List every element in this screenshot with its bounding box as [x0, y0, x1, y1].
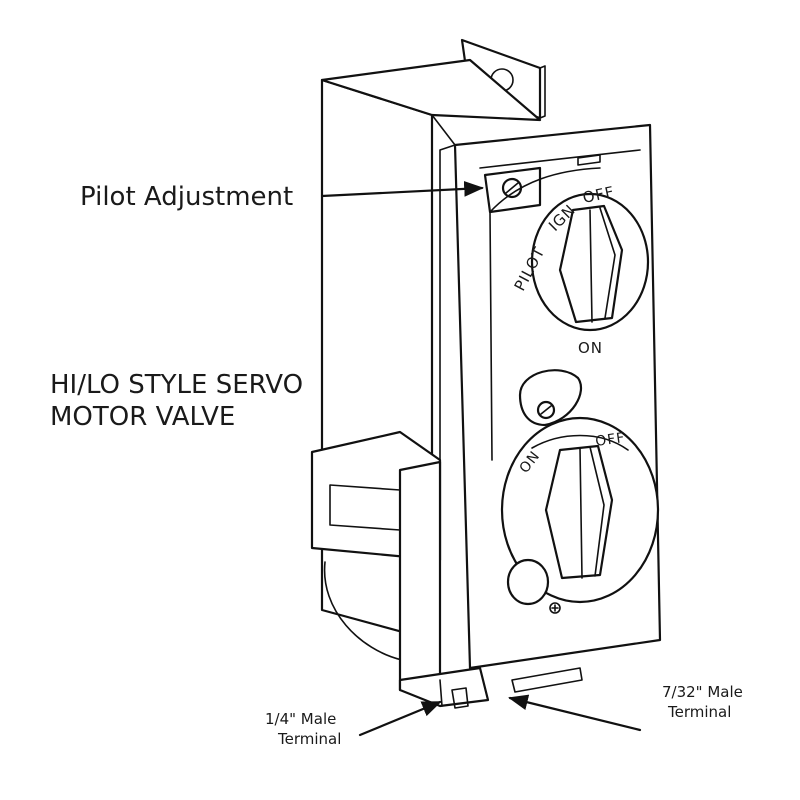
middle-screw-boss	[518, 369, 583, 427]
male-732-terminal-label-line1: 7/32" Male	[662, 683, 743, 701]
pilot-adjustment-screw	[501, 177, 523, 199]
male-732-terminal-arrow	[508, 694, 642, 732]
male-14-terminal-label-line1: 1/4" Male	[265, 710, 336, 728]
pilot-adjustment-label: Pilot Adjustment	[80, 182, 293, 212]
leader-arrows	[320, 180, 642, 737]
upper-knob-on-label: ON	[578, 339, 603, 357]
pilot-adjustment-arrow	[320, 180, 484, 198]
male-14-terminal-arrow	[358, 700, 442, 737]
male-14-terminal-label-line2: Terminal	[277, 730, 341, 748]
callout-labels: Pilot Adjustment HI/LO STYLE SERVO MOTOR…	[50, 182, 743, 748]
valve-title-line2: MOTOR VALVE	[50, 402, 235, 432]
male-732-terminal-label-line2: Terminal	[667, 703, 731, 721]
valve-title-line1: HI/LO STYLE SERVO	[50, 370, 303, 400]
lower-knob-off-label: OFF	[594, 430, 626, 450]
terminal-block	[398, 460, 583, 709]
lower-control-knob	[500, 416, 660, 614]
upper-control-knob	[530, 192, 650, 332]
